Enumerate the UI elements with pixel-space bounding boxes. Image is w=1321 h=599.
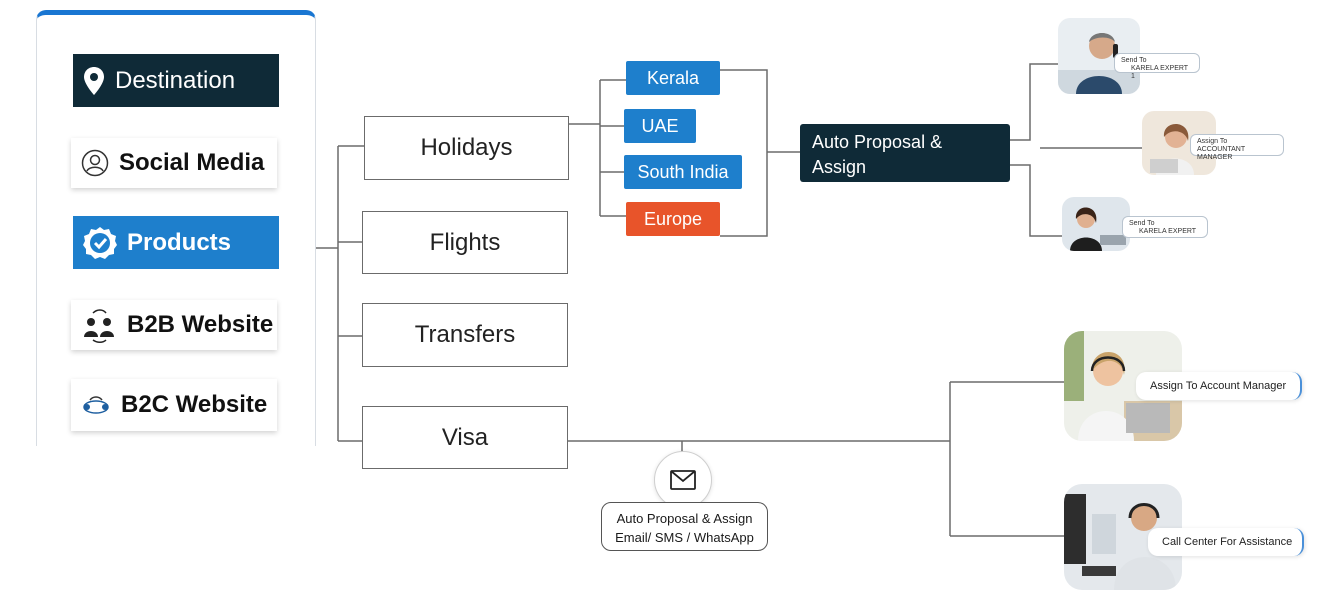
source-b2c-website[interactable]: B2C Website: [71, 379, 277, 431]
tag-line2: KARELA EXPERT 1: [1121, 65, 1193, 81]
assignee-photo-expert: [1062, 197, 1130, 251]
region-europe[interactable]: Europe: [626, 202, 720, 236]
source-label: Social Media: [119, 149, 264, 177]
product-holidays[interactable]: Holidays: [364, 116, 569, 180]
source-label: Destination: [115, 67, 235, 95]
source-label: B2C Website: [121, 391, 267, 419]
auto-proposal-line2: Email/ SMS / WhatsApp: [812, 180, 998, 230]
source-label: B2B Website: [127, 311, 273, 339]
verified-badge-icon: [83, 226, 117, 260]
auto-proposal-line1: Auto Proposal & Assign: [812, 130, 998, 180]
tag-line1: Send To: [1121, 57, 1193, 65]
product-label: Holidays: [420, 134, 512, 162]
tag-line1: Send To: [1129, 220, 1201, 228]
user-circle-icon: [81, 149, 109, 177]
assignee-tag-account-manager: Assign To Account Manager: [1136, 372, 1302, 400]
product-visa[interactable]: Visa: [362, 406, 568, 469]
region-label: South India: [637, 162, 728, 183]
tag-line2: KARELA EXPERT: [1129, 228, 1201, 236]
region-label: Kerala: [647, 68, 699, 89]
auto-proposal-line2: Email/ SMS / WhatsApp: [610, 528, 759, 547]
email-circle: [654, 451, 712, 509]
location-pin-icon: [83, 66, 105, 96]
tag-label: Assign To Account Manager: [1150, 380, 1286, 392]
tag-line2: ACCOUNTANT MANAGER: [1197, 146, 1277, 162]
product-label: Visa: [442, 424, 488, 452]
b2c-icon: [81, 393, 111, 417]
assignee-tag-expert-1: Send To KARELA EXPERT 1: [1114, 53, 1200, 73]
region-label: Europe: [644, 209, 702, 230]
tag-line1: Assign To: [1197, 138, 1277, 146]
source-b2b-website[interactable]: B2B Website: [71, 300, 277, 350]
b2b-people-icon: [81, 307, 117, 343]
source-label: Products: [127, 229, 231, 257]
tag-label: Call Center For Assistance: [1162, 536, 1292, 548]
source-destination[interactable]: Destination: [73, 54, 279, 107]
auto-proposal-top: Auto Proposal & Assign Email/ SMS / What…: [800, 124, 1010, 182]
region-uae[interactable]: UAE: [624, 109, 696, 143]
woman-desk-photo: [1062, 197, 1130, 251]
source-products[interactable]: Products: [73, 216, 279, 269]
product-flights[interactable]: Flights: [362, 211, 568, 274]
product-label: Flights: [430, 229, 501, 257]
region-label: UAE: [641, 116, 678, 137]
product-transfers[interactable]: Transfers: [362, 303, 568, 367]
auto-proposal-bottom: Auto Proposal & Assign Email/ SMS / What…: [601, 502, 768, 551]
region-kerala[interactable]: Kerala: [626, 61, 720, 95]
envelope-icon: [670, 470, 696, 490]
source-social-media[interactable]: Social Media: [71, 138, 277, 188]
assignee-tag-call-center: Call Center For Assistance: [1148, 528, 1304, 556]
region-south-india[interactable]: South India: [624, 155, 742, 189]
product-label: Transfers: [415, 321, 515, 349]
auto-proposal-line1: Auto Proposal & Assign: [610, 509, 759, 528]
assignee-tag-expert: Send To KARELA EXPERT: [1122, 216, 1208, 238]
assignee-tag-accountant: Assign To ACCOUNTANT MANAGER: [1190, 134, 1284, 156]
